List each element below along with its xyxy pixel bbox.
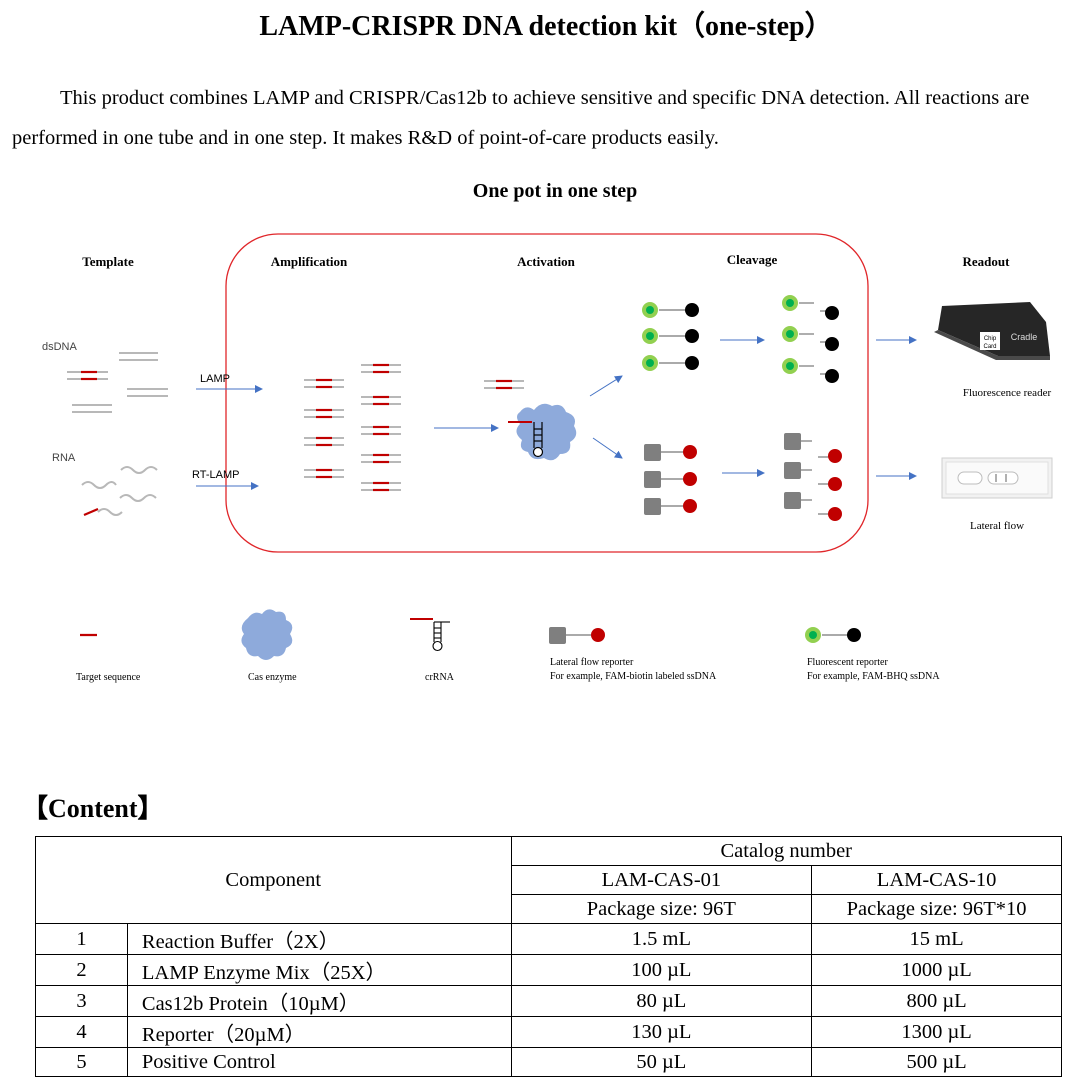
legend-crrna-label: crRNA — [425, 672, 455, 683]
rna-target-mark — [83, 507, 99, 517]
activation-crrna — [508, 421, 544, 458]
row-volume-2: 1000 µL — [811, 954, 1062, 986]
fluorescent-reporters-intact — [642, 302, 699, 371]
legend-fl-example: For example, FAM-BHQ ssDNA — [807, 671, 940, 682]
legend-fl-reporter-label: Fluorescent reporter — [807, 657, 888, 668]
catalog-1: LAM-CAS-01 — [510, 865, 813, 895]
label-rna: RNA — [52, 452, 76, 464]
table-row: 3 Cas12b Protein（10µM） 80 µL 800 µL — [35, 985, 1062, 1017]
row-volume-2: 800 µL — [811, 985, 1062, 1017]
fluorescence-reader-device: Chip Card Cradle — [934, 302, 1050, 360]
row-volume-1: 50 µL — [510, 1047, 813, 1077]
lateral-flow-reporters-intact — [644, 444, 697, 515]
intro-paragraph: This product combines LAMP and CRISPR/Ca… — [12, 87, 1030, 149]
dsdna-target-marks — [81, 370, 97, 381]
row-number: 2 — [35, 954, 128, 986]
rna-strands — [81, 466, 158, 516]
table-header-row: Component Catalog number — [35, 836, 1063, 924]
row-volume-2: 15 mL — [811, 923, 1062, 955]
row-volume-1: 80 µL — [510, 985, 813, 1017]
workflow-diagram: Template Amplification Activation Cleava… — [42, 233, 1053, 683]
amplicons — [304, 363, 401, 492]
row-volume-2: 500 µL — [811, 1047, 1062, 1077]
legend-lf-reporter-label: Lateral flow reporter — [550, 657, 634, 668]
row-volume-1: 1.5 mL — [510, 923, 813, 955]
caption-lateral-flow: Lateral flow — [970, 520, 1024, 532]
arrow-activation-down — [592, 437, 623, 459]
activated-cas-complex — [516, 403, 577, 461]
row-component-name: LAMP Enzyme Mix（25X） — [126, 954, 512, 986]
arrow-activation-up — [589, 375, 623, 397]
row-component-name: Cas12b Protein（10µM） — [126, 985, 512, 1017]
legend-cas-icon — [241, 609, 293, 660]
row-volume-1: 130 µL — [510, 1016, 813, 1048]
row-component-name: Reporter（20µM） — [126, 1016, 512, 1048]
header-catalog-number: Catalog number — [510, 836, 1063, 866]
row-number: 4 — [35, 1016, 128, 1048]
table-row: 5 Positive Control 50 µL 500 µL — [35, 1047, 1062, 1077]
lateral-flow-strip — [941, 457, 1053, 499]
row-volume-1: 100 µL — [510, 954, 813, 986]
stage-cleavage: Cleavage — [727, 252, 778, 267]
row-number: 5 — [35, 1047, 128, 1077]
package-2: Package size: 96T*10 — [811, 894, 1062, 924]
package-1: Package size: 96T — [510, 894, 813, 924]
device-cradle-label: Cradle — [1011, 332, 1038, 342]
table-row: 2 LAMP Enzyme Mix（25X） 100 µL 1000 µL — [35, 954, 1062, 986]
row-number: 3 — [35, 985, 128, 1017]
content-section-title: 【Content】 — [22, 794, 164, 823]
stage-template: Template — [82, 254, 134, 269]
caption-fluorescence-reader: Fluorescence reader — [963, 387, 1052, 399]
row-volume-2: 1300 µL — [811, 1016, 1062, 1048]
legend-cas-label: Cas enzyme — [248, 672, 297, 683]
legend-lf-example: For example, FAM-biotin labeled ssDNA — [550, 671, 717, 682]
dsdna-strands — [67, 352, 168, 413]
label-dsdna: dsDNA — [42, 341, 78, 353]
row-number: 1 — [35, 923, 128, 955]
activation-amplicon — [484, 379, 524, 390]
page-title: LAMP-CRISPR DNA detection kit（one-step） — [259, 11, 833, 42]
lateral-flow-reporters-cleaved — [784, 433, 842, 521]
content-table: Component Catalog number LAM-CAS-01 LAM-… — [35, 836, 1063, 1077]
catalog-2: LAM-CAS-10 — [811, 865, 1062, 895]
table-catalog-row: LAM-CAS-01 LAM-CAS-10 — [36, 865, 1062, 895]
label-lamp: LAMP — [200, 373, 230, 385]
label-rt-lamp: RT-LAMP — [192, 469, 239, 481]
legend-target-label: Target sequence — [76, 672, 141, 683]
device-card-label: Card — [983, 344, 996, 350]
stage-activation: Activation — [517, 254, 576, 269]
table-row: 1 Reaction Buffer（2X） 1.5 mL 15 mL — [35, 923, 1062, 955]
stage-readout: Readout — [963, 254, 1011, 269]
legend-crrna-icon — [410, 618, 450, 652]
legend-fl-reporter-icon — [805, 627, 861, 643]
one-pot-frame — [225, 233, 869, 553]
row-component-name: Positive Control — [126, 1047, 512, 1077]
diagram-subtitle: One pot in one step — [472, 180, 638, 202]
fluorescent-reporters-cleaved — [782, 295, 839, 383]
row-component-name: Reaction Buffer（2X） — [126, 923, 512, 955]
table-row: 4 Reporter（20µM） 130 µL 1300 µL — [35, 1016, 1062, 1048]
legend-lf-reporter-icon — [549, 627, 605, 644]
header-component: Component — [35, 836, 512, 924]
device-chip-label: Chip — [984, 336, 997, 342]
table-package-row: Package size: 96T Package size: 96T*10 — [36, 894, 1062, 924]
stage-amplification: Amplification — [271, 254, 348, 269]
